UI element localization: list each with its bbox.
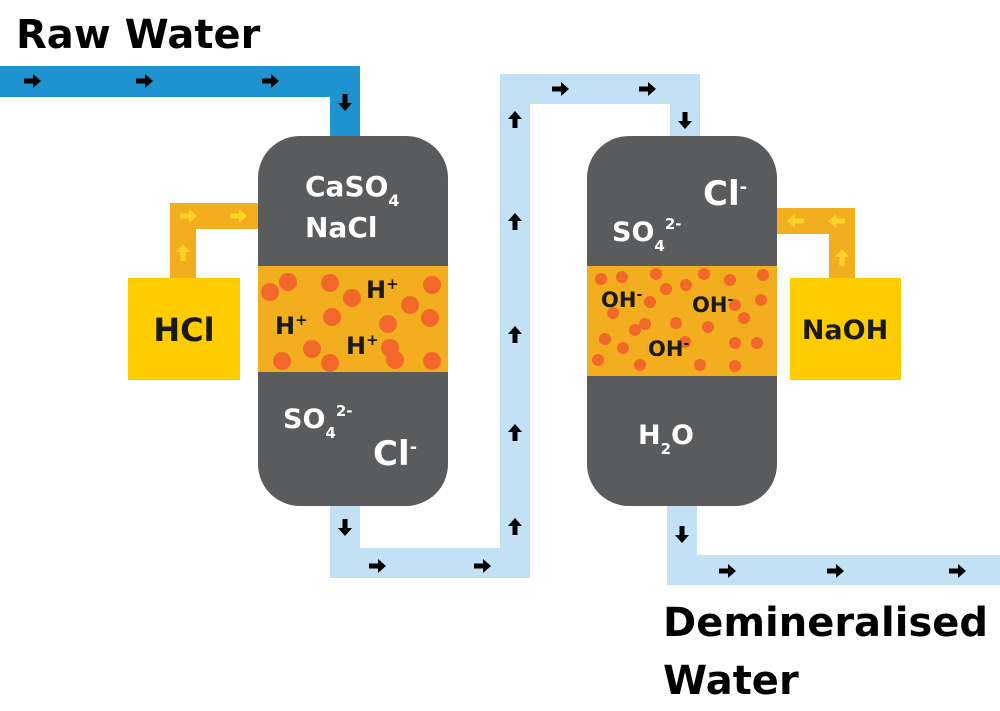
resin-bead	[379, 315, 397, 333]
h-plus-label: H+	[366, 275, 399, 304]
cl-label: Cl-	[373, 434, 417, 474]
resin-bead	[321, 354, 339, 372]
caso4-label: CaSO4	[305, 170, 400, 210]
resin-bead	[303, 340, 321, 358]
intermediate-pipe	[330, 74, 700, 578]
naoh-tank: NaOH	[790, 278, 901, 380]
flow-arrows	[24, 74, 966, 578]
flow-arrow-up-icon	[176, 244, 190, 261]
resin-bead	[698, 268, 710, 280]
h-plus-label: H+	[346, 331, 379, 360]
resin-bead	[757, 269, 769, 281]
raw-pipe-horizontal	[0, 66, 360, 97]
resin-bead	[617, 342, 629, 354]
cation-exchange-column: CaSO4 NaCl H+ H+ H+ SO42- Cl-	[258, 136, 448, 506]
raw-water-label: Raw Water	[16, 12, 261, 58]
oh-minus-label: OH-	[648, 336, 689, 361]
tank-body	[790, 278, 901, 380]
resin-beads	[592, 268, 769, 372]
resin-bead	[729, 299, 741, 311]
hcl-tank: HCl	[128, 278, 240, 380]
resin-bead	[273, 352, 291, 370]
flow-arrow-right-icon	[719, 564, 736, 578]
resin-bead	[755, 294, 767, 306]
flow-arrow-right-icon	[474, 559, 491, 573]
resin-bead	[724, 274, 736, 286]
resin-bead	[423, 352, 441, 370]
flow-arrow-right-icon	[24, 74, 41, 88]
resin-bead	[680, 279, 692, 291]
resin-bead	[386, 351, 404, 369]
pipe-segment	[500, 74, 700, 104]
resin-bead	[650, 268, 662, 280]
naoh-label: NaOH	[802, 315, 888, 346]
anion-exchange-column: Cl- SO42- OH- OH- OH- H2O	[587, 136, 777, 506]
flow-arrow-right-icon	[180, 209, 197, 223]
resin-bead	[616, 271, 628, 283]
resin-bead	[323, 308, 341, 326]
flow-arrow-right-icon	[639, 82, 656, 96]
resin-bead	[679, 336, 691, 348]
h-plus-label: H+	[275, 311, 308, 340]
flow-arrow-right-icon	[136, 74, 153, 88]
flow-arrow-up-icon	[508, 326, 522, 343]
tank-body	[128, 278, 240, 380]
flow-arrow-right-icon	[949, 564, 966, 578]
resin-bead	[423, 276, 441, 294]
resin-bead	[634, 359, 646, 371]
hcl-label: HCl	[153, 311, 214, 349]
oh-minus-label: OH-	[692, 292, 733, 317]
resin-bead	[607, 307, 619, 319]
cl-label: Cl-	[703, 174, 747, 214]
resin-bead	[660, 283, 672, 295]
pipe-segment	[330, 548, 530, 578]
demineralised-water-label-line2: Water	[663, 658, 799, 704]
resin-bead	[592, 354, 604, 366]
flow-arrow-up-icon	[508, 424, 522, 441]
pipe-segment	[670, 74, 700, 140]
flow-arrow-right-icon	[369, 559, 386, 573]
flow-arrow-down-icon	[338, 519, 352, 536]
flow-arrow-up-icon	[508, 111, 522, 128]
resin-bead	[401, 296, 419, 314]
flow-arrow-down-icon	[678, 112, 692, 129]
so4-label: SO42-	[612, 215, 682, 255]
resin-bead	[702, 321, 714, 333]
h2o-label: H2O	[638, 420, 694, 458]
resin-beads	[261, 273, 441, 372]
raw-water-pipe	[0, 66, 360, 138]
demineralised-water-label-line1: Demineralised	[663, 600, 988, 646]
resin-bead	[279, 273, 297, 291]
flow-arrow-down-icon	[675, 526, 689, 543]
flow-arrow-left-icon	[828, 214, 845, 228]
flow-arrow-up-icon	[508, 213, 522, 230]
resin-bead	[343, 289, 361, 307]
nacl-label: NaCl	[305, 211, 377, 244]
oh-minus-label: OH-	[601, 287, 642, 312]
resin-bead	[599, 333, 611, 345]
flow-arrow-right-icon	[827, 564, 844, 578]
flow-arrow-right-icon	[230, 209, 247, 223]
resin-bead	[321, 274, 339, 292]
resin-bead	[670, 317, 682, 329]
flow-arrow-up-icon	[508, 518, 522, 535]
resin-bead	[738, 312, 750, 324]
resin-bead	[729, 360, 741, 372]
resin-bead	[644, 296, 656, 308]
resin-bead	[694, 359, 706, 371]
flow-arrow-right-icon	[552, 82, 569, 96]
flow-arrow-left-icon	[787, 214, 804, 228]
resin-bead	[639, 318, 651, 330]
resin-bead	[595, 273, 607, 285]
resin-bead	[261, 283, 279, 301]
flow-arrow-up-icon	[835, 249, 849, 266]
resin-bead	[751, 337, 763, 349]
resin-bead	[421, 309, 439, 327]
flow-arrow-down-icon	[338, 94, 352, 111]
so4-label: SO42-	[283, 402, 353, 442]
flow-arrow-right-icon	[262, 74, 279, 88]
resin-bead	[629, 324, 641, 336]
resin-bead	[729, 337, 741, 349]
